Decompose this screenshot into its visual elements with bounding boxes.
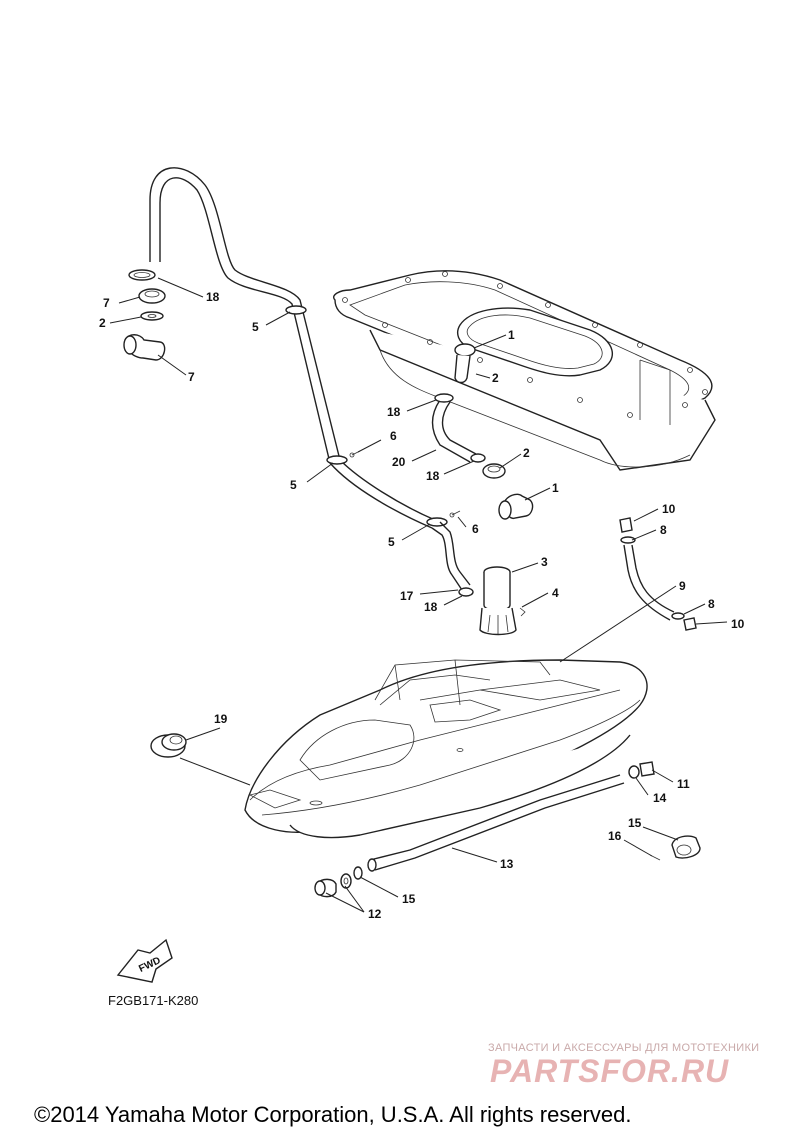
callout-20: 20 (392, 455, 406, 469)
callout-11: 11 (677, 777, 690, 791)
cap-19 (150, 733, 187, 758)
callout-18: 18 (426, 469, 440, 483)
callout-10: 10 (662, 502, 676, 516)
callout-18: 18 (206, 290, 220, 304)
plug-15-16 (649, 835, 701, 861)
callout-6: 6 (390, 429, 397, 443)
callout-4: 4 (552, 586, 559, 600)
callout-8: 8 (660, 523, 667, 537)
figure-code: F2GB171-K280 (108, 993, 199, 1008)
callout-5: 5 (388, 535, 395, 549)
callout-7: 7 (188, 370, 195, 384)
elbow-fitting-7 (123, 334, 166, 361)
boat-hull (244, 659, 648, 839)
fitting-11-14 (628, 761, 655, 779)
callout-17: 17 (400, 589, 414, 603)
hose-17 (431, 521, 474, 597)
callout-8: 8 (708, 597, 715, 611)
forward-arrow-icon: FWD (116, 938, 173, 983)
fittings-8-10 (619, 517, 697, 631)
pipe-3 (479, 566, 517, 636)
grommet-2 (482, 463, 506, 479)
callout-14: 14 (653, 791, 667, 805)
drain-tube-13 (367, 774, 625, 872)
hose-clamp-18 (128, 269, 156, 281)
callout-18: 18 (387, 405, 401, 419)
clip-4 (519, 607, 526, 617)
callout-7: 7 (103, 296, 110, 310)
callout-12: 12 (368, 907, 382, 921)
callout-1: 1 (552, 481, 559, 495)
callout-1: 1 (508, 328, 515, 342)
callout-2: 2 (492, 371, 499, 385)
callout-9: 9 (679, 579, 686, 593)
callout-5: 5 (290, 478, 297, 492)
drain-fitting-1 (498, 493, 534, 520)
callout-3: 3 (541, 555, 548, 569)
callout-6: 6 (472, 522, 479, 536)
washer-15 (340, 866, 363, 889)
callout-10: 10 (731, 617, 745, 631)
callout-2: 2 (99, 316, 106, 330)
watermark-tagline: ЗАПЧАСТИ И АКСЕССУАРЫ ДЛЯ МОТОТЕХНИКИ (488, 1042, 760, 1054)
callout-numbers: 18 7 2 7 5 1 2 18 6 20 18 2 1 5 6 5 3 4 … (99, 290, 745, 921)
callout-2: 2 (523, 446, 530, 460)
callout-5: 5 (252, 320, 259, 334)
copyright-notice: ©2014 Yamaha Motor Corporation, U.S.A. A… (34, 1102, 632, 1127)
callout-16: 16 (608, 829, 622, 843)
leader-lines (109, 277, 728, 913)
washer-2 (140, 311, 164, 321)
callout-18: 18 (424, 600, 438, 614)
drain-fitting-1-top (454, 343, 476, 384)
hose-5 (149, 167, 436, 529)
callout-13: 13 (500, 857, 514, 871)
hose-9 (623, 544, 675, 621)
hose-20 (431, 393, 486, 463)
callout-15: 15 (628, 816, 642, 830)
grommet-7 (138, 288, 166, 304)
bolts-6 (349, 450, 461, 518)
watermark-logo: PARTSFOR.RU (490, 1053, 730, 1089)
callout-19: 19 (214, 712, 228, 726)
callout-15: 15 (402, 892, 416, 906)
drain-plug-12 (314, 878, 337, 898)
